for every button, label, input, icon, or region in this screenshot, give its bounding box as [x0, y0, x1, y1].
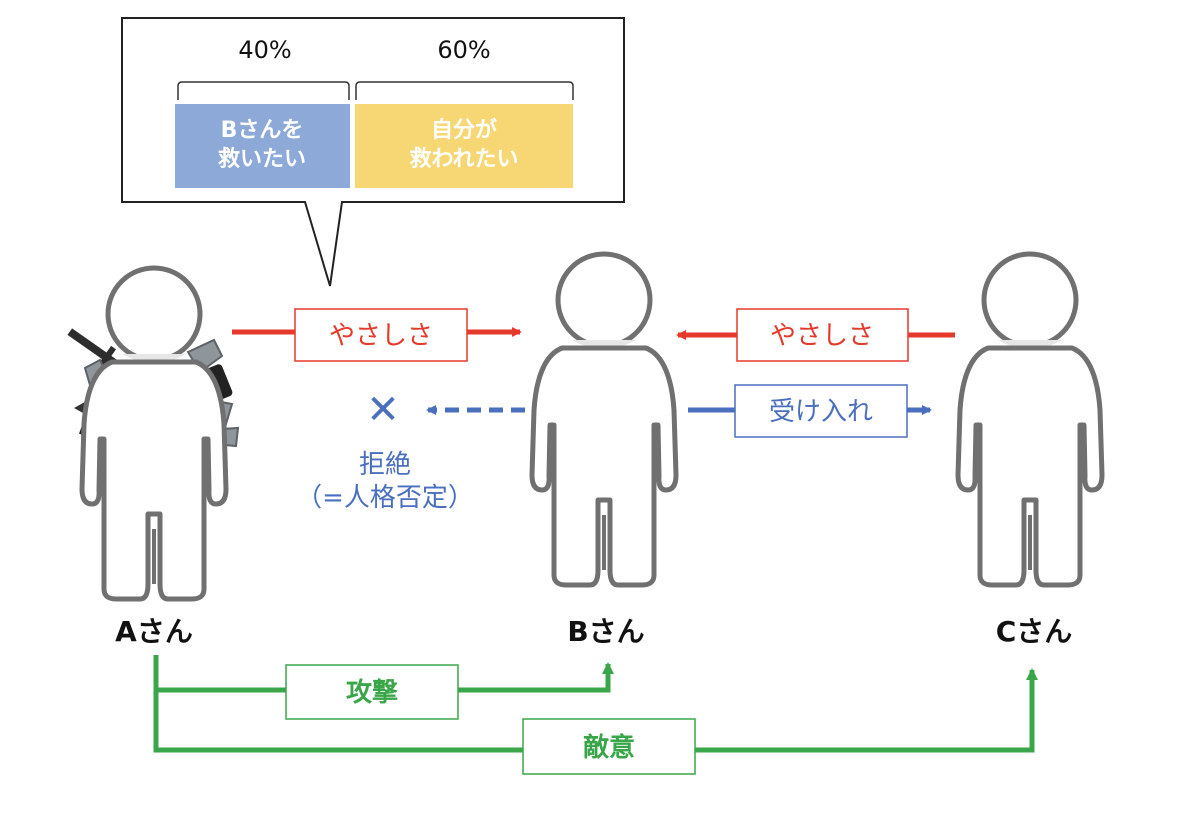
- reject-label-line1: 拒絶: [359, 450, 411, 480]
- box-save-b-line1: Bさんを: [221, 118, 304, 143]
- percent-right: 60%: [437, 36, 490, 64]
- kindness-label-c: やさしさ: [770, 321, 874, 351]
- attack-label: 攻撃: [346, 678, 398, 708]
- box-save-b: [175, 104, 350, 188]
- box-be-saved-line1: 自分が: [431, 117, 497, 143]
- brace-right: [355, 81, 574, 100]
- hostility-box: [522, 718, 696, 775]
- kindness-box-c: [736, 308, 909, 362]
- person-a-figure: [82, 268, 226, 599]
- person-b-figure: [532, 254, 676, 585]
- kindness-box-a: [294, 308, 468, 362]
- percent-left: 40%: [238, 36, 291, 64]
- acceptance-label: 受け入れ: [769, 397, 873, 427]
- reject-x-icon: ✕: [366, 387, 400, 433]
- person-a-label: Aさん: [115, 615, 193, 648]
- reject-label-line2: （=人格否定）: [296, 483, 474, 513]
- acceptance-box: [734, 384, 908, 438]
- person-c-label: Cさん: [996, 615, 1073, 648]
- kindness-label-a: やさしさ: [329, 321, 433, 351]
- attack-box: [285, 664, 459, 720]
- person-b-label: Bさん: [567, 615, 644, 648]
- box-be-saved: [355, 104, 573, 188]
- box-save-b-line2: 救いたい: [218, 147, 306, 172]
- person-c-figure: [958, 254, 1102, 585]
- box-be-saved-line2: 救われたい: [410, 147, 519, 172]
- brace-left: [177, 81, 350, 100]
- hostility-label: 敵意: [583, 732, 635, 763]
